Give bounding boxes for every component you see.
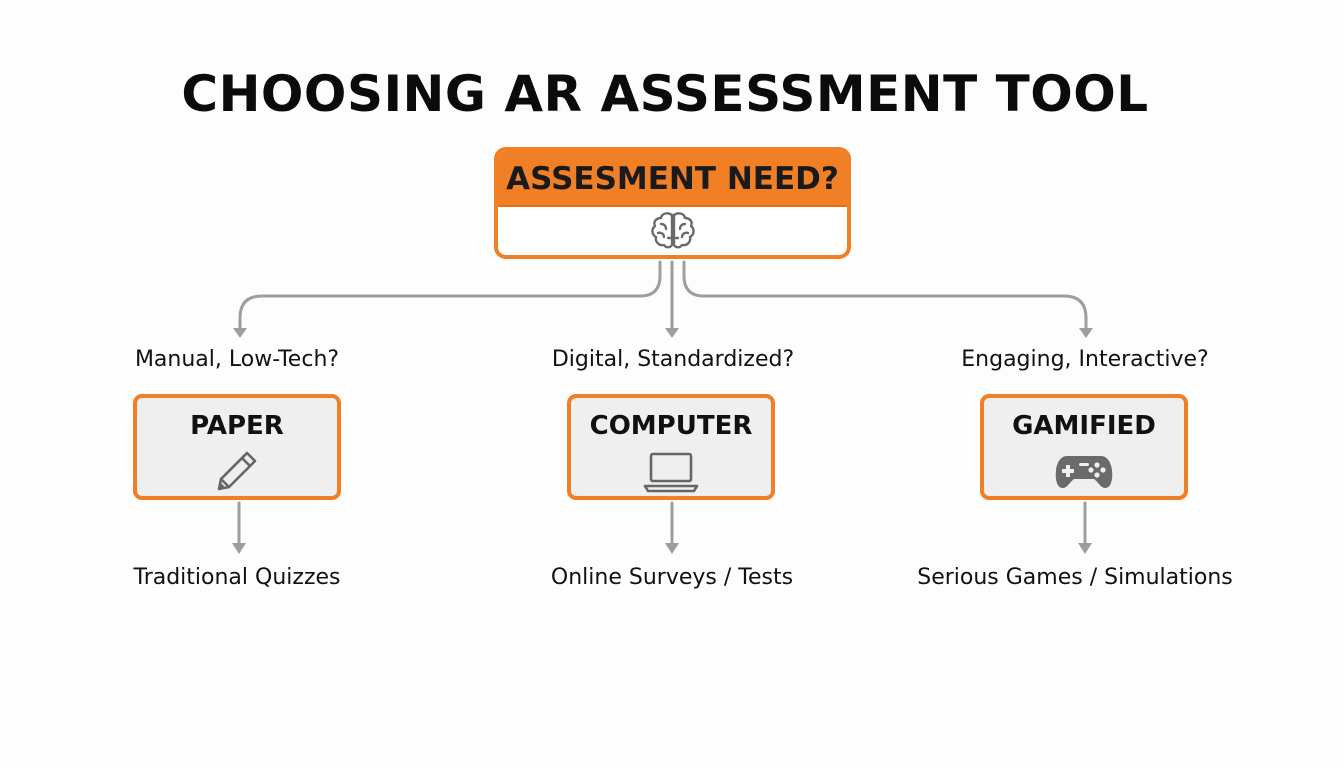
tool-label-gamified: GAMIFIED: [1012, 411, 1156, 441]
question-gamified: Engaging, Interactive?: [961, 347, 1209, 372]
connector-root-to-gamified: [682, 260, 1088, 332]
arrowhead-paper-question: [233, 328, 247, 338]
example-computer: Online Surveys / Tests: [550, 565, 794, 590]
tool-box-paper: PAPER: [133, 394, 341, 500]
tool-label-paper: PAPER: [190, 411, 284, 441]
tool-box-computer: COMPUTER: [567, 394, 775, 500]
arrowhead-computer-example: [665, 543, 679, 554]
gamepad-icon: [1053, 448, 1115, 498]
tool-label-computer: COMPUTER: [589, 411, 753, 441]
question-paper: Manual, Low-Tech?: [134, 347, 340, 372]
laptop-icon: [641, 448, 701, 498]
pencil-icon: [214, 448, 260, 498]
arrowhead-gamified-question: [1079, 328, 1093, 338]
brain-icon: [649, 210, 697, 254]
arrowhead-gamified-example: [1078, 543, 1092, 554]
example-paper: Traditional Quizzes: [133, 565, 341, 590]
root-decision-label: ASSESMENT NEED?: [498, 151, 847, 207]
diagram-title: CHOOSING AR ASSESSMENT TOOL: [181, 65, 1149, 123]
root-decision-box: ASSESMENT NEED?: [494, 147, 851, 259]
connector-root-to-paper: [238, 260, 662, 332]
question-computer: Digital, Standardized?: [551, 347, 795, 372]
arrowhead-paper-example: [232, 543, 246, 554]
arrowhead-computer-question: [665, 328, 679, 338]
tool-box-gamified: GAMIFIED: [980, 394, 1188, 500]
example-gamified: Serious Games / Simulations: [917, 565, 1233, 590]
